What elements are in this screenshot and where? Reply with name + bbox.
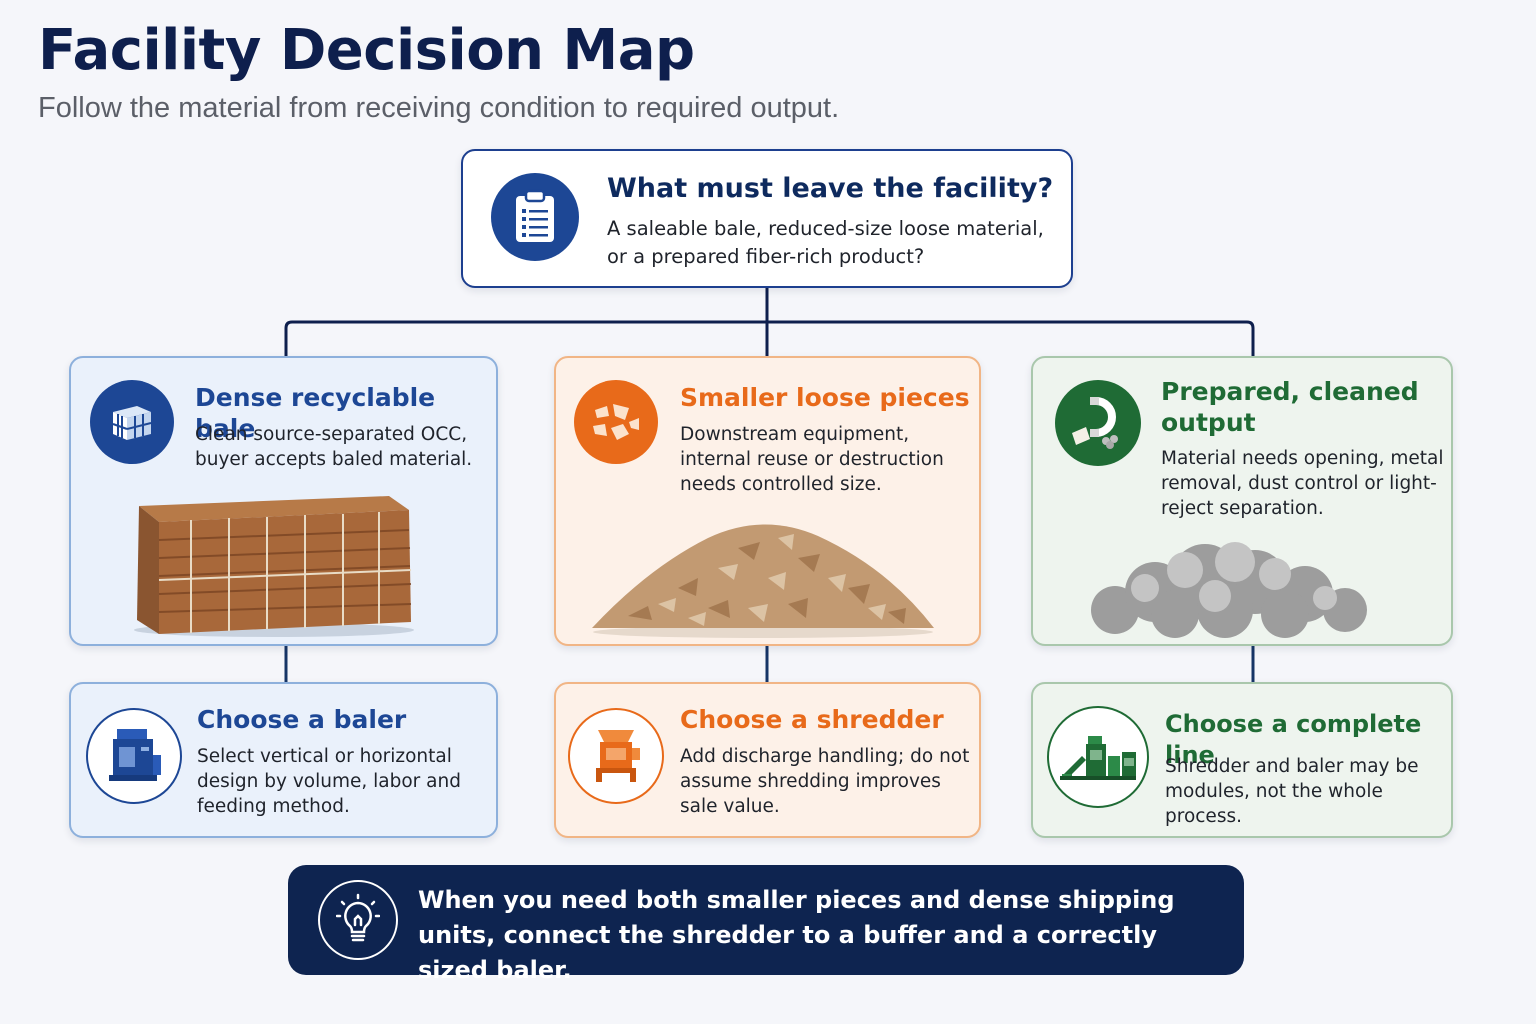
option-title: Smaller loose pieces — [680, 383, 970, 412]
clipboard-icon — [491, 173, 579, 261]
option-title: Prepared, cleaned output — [1161, 377, 1419, 437]
action-card-baler: Choose a baler Select vertical or horizo… — [69, 682, 498, 838]
question-text: A saleable bale, reduced-size loose mate… — [607, 217, 1044, 268]
action-text: Select vertical or horizontal design by … — [197, 746, 461, 817]
question-card: What must leave the facility? A saleable… — [461, 149, 1073, 288]
option-title: Dense recyclable bale — [195, 383, 436, 443]
option-text: Material needs opening, metal removal, d… — [1161, 448, 1444, 519]
option-card-bale: Dense recyclable bale Clean source-separ… — [69, 356, 498, 646]
shredder-machine-icon — [568, 708, 664, 804]
page-subtitle: Follow the material from receiving condi… — [38, 92, 840, 124]
tip-banner: When you need both smaller pieces and de… — [288, 865, 1244, 984]
action-title: Choose a shredder — [680, 705, 944, 734]
question-title: What must leave the facility? — [607, 173, 1054, 204]
baler-machine-icon — [86, 708, 182, 804]
action-title: Choose a baler — [197, 705, 407, 734]
magnet-icon — [1055, 380, 1141, 466]
option-text: Downstream equipment, internal reuse or … — [680, 424, 944, 495]
cardboard-bale-image — [134, 496, 414, 637]
option-text: Clean source-separated OCC, buyer accept… — [195, 424, 473, 470]
shredded-pieces-icon — [574, 380, 658, 464]
fiber-fluff-image — [1091, 542, 1367, 638]
processing-line-icon — [1047, 706, 1149, 808]
page-title: Facility Decision Map — [38, 18, 695, 83]
action-title: Choose a complete line — [1165, 710, 1422, 769]
action-card-shredder: Choose a shredder Add discharge handling… — [554, 682, 981, 838]
option-card-pieces: Smaller loose pieces Downstream equipmen… — [554, 356, 981, 646]
bale-icon — [90, 380, 174, 464]
shredded-pile-image — [592, 524, 934, 638]
action-text: Add discharge handling; do not assume sh… — [680, 746, 970, 817]
tip-text: When you need both smaller pieces and de… — [418, 886, 1175, 984]
action-text: Shredder and baler may be modules, not t… — [1165, 756, 1419, 827]
option-card-prepared: Prepared, cleaned output Material needs … — [1031, 356, 1453, 646]
lightbulb-icon — [318, 880, 398, 960]
action-card-line: Choose a complete line Shredder and bale… — [1031, 682, 1453, 838]
